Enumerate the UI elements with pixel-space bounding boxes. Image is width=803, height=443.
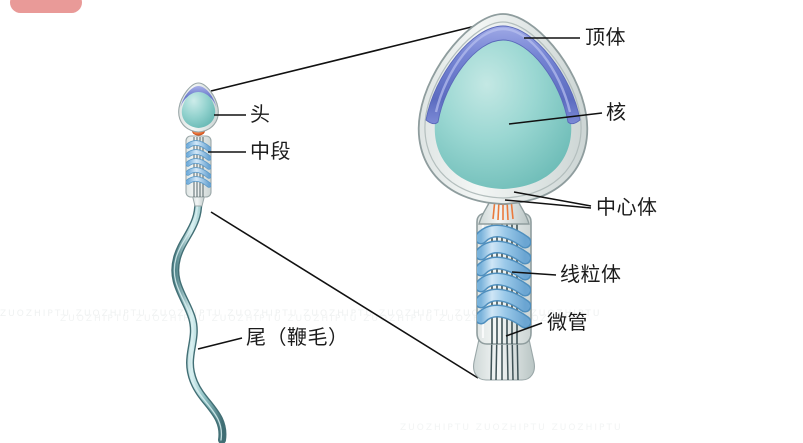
zoom-connector-top [210,19,501,92]
label-nucleus: 核 [606,100,627,124]
zoom-connector-bottom [210,211,479,379]
overview-mitochondria [186,140,211,188]
detail-acrosome [425,25,581,125]
svg-text:ZUOZHIPTU ZUOZHIPTU ZUOZHI: ZUOZHIPTU ZUOZHIPTU ZUOZHIPTU ZUOZHIPTU … [60,314,586,324]
overview-sperm [171,82,227,443]
leader-centriole-2 [513,191,592,207]
detail-acrosome-highlight-left [434,27,504,113]
detail-head-inner-membrane [424,21,582,199]
leader-mitochondria [511,271,557,276]
svg-text:ZUOZHIPTU ZUOZHIPTU ZUOZHI: ZUOZHIPTU ZUOZHIPTU ZUOZHIPTU ZUOZHIPTU … [0,309,602,319]
label-midpiece: 中段 [250,139,291,163]
leader-nucleus [508,112,603,125]
leader-centriole [504,199,592,209]
label-acrosome: 顶体 [585,25,626,49]
label-tail: 尾（鞭毛） [246,325,349,349]
overview-tail-sheen [173,197,223,441]
leader-lines [197,37,603,350]
watermark: ZUOZHIPTU ZUOZHIPTU ZUOZHIPTU ZUOZHIPTU … [0,309,623,433]
zoom-connector-lines [210,19,501,379]
leader-microtubule [505,322,543,337]
leader-tail [197,337,243,350]
detail-mitochondria [477,224,531,329]
detail-sperm [417,13,589,381]
top-left-badge [10,0,82,13]
overview-nucleus [181,88,216,128]
label-centriole: 中心体 [596,195,658,219]
label-head: 头 [250,102,271,126]
label-microtubule: 微管 [547,310,588,334]
label-mitochondria: 线粒体 [560,262,622,286]
overview-acrosome [180,86,217,108]
detail-nucleus [434,33,572,189]
detail-acrosome-highlight [502,27,572,113]
svg-text:ZUOZHIPTU ZUOZHIPTU ZUOZHI: ZUOZHIPTU ZUOZHIPTU ZUOZHIPTU [400,423,623,433]
